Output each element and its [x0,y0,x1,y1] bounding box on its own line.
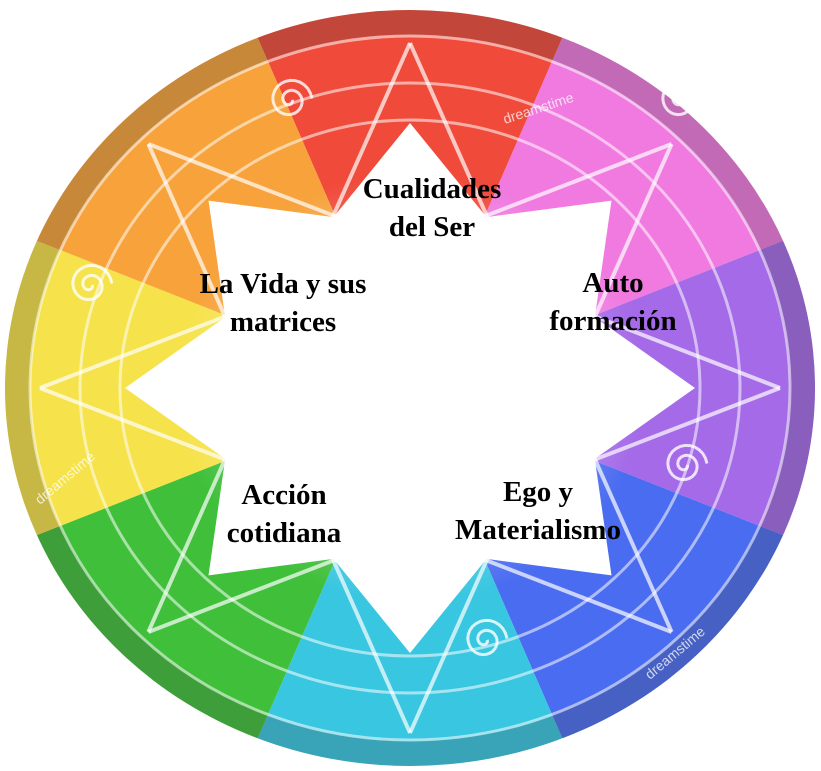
section-label-cualidades: Cualidades del Ser [363,170,502,246]
spiral-icon [71,263,114,302]
section-label-line: formación [549,305,677,337]
section-label-line: cotidiana [226,517,342,549]
section-label-line: Cualidades [362,173,502,205]
section-label-ego: Ego y Materialismo [455,473,621,549]
outer-rim [5,10,815,766]
spiral-icon [466,618,509,657]
section-label-line: matrices [229,306,337,338]
section-label-line: Auto [582,267,644,299]
spiral-icon [661,78,704,117]
section-label-line: La Vida y sus [199,268,367,300]
section-label-auto: Auto formación [549,264,676,340]
section-label-vida: La Vida y sus matrices [200,265,367,341]
section-label-line: del Ser [388,211,476,243]
center-glow [175,173,645,603]
spiral-icon [271,78,314,117]
section-label-line: Materialismo [455,514,621,546]
spiral-icon [666,443,709,482]
section-label-line: Ego y [502,476,574,508]
section-label-line: Acción [241,479,327,511]
section-label-accion: Acción cotidiana [227,476,341,552]
